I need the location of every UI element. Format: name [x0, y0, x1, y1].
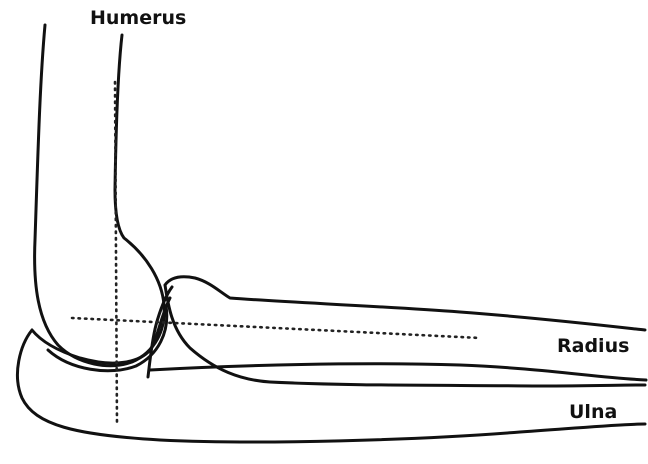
radius-outline: [148, 277, 645, 386]
humerus-outline: [35, 25, 165, 366]
radius-label: Radius: [557, 337, 629, 356]
radius-axis-line: [72, 318, 480, 338]
humerus-label: Humerus: [90, 9, 186, 28]
ulna-label: Ulna: [569, 403, 617, 422]
